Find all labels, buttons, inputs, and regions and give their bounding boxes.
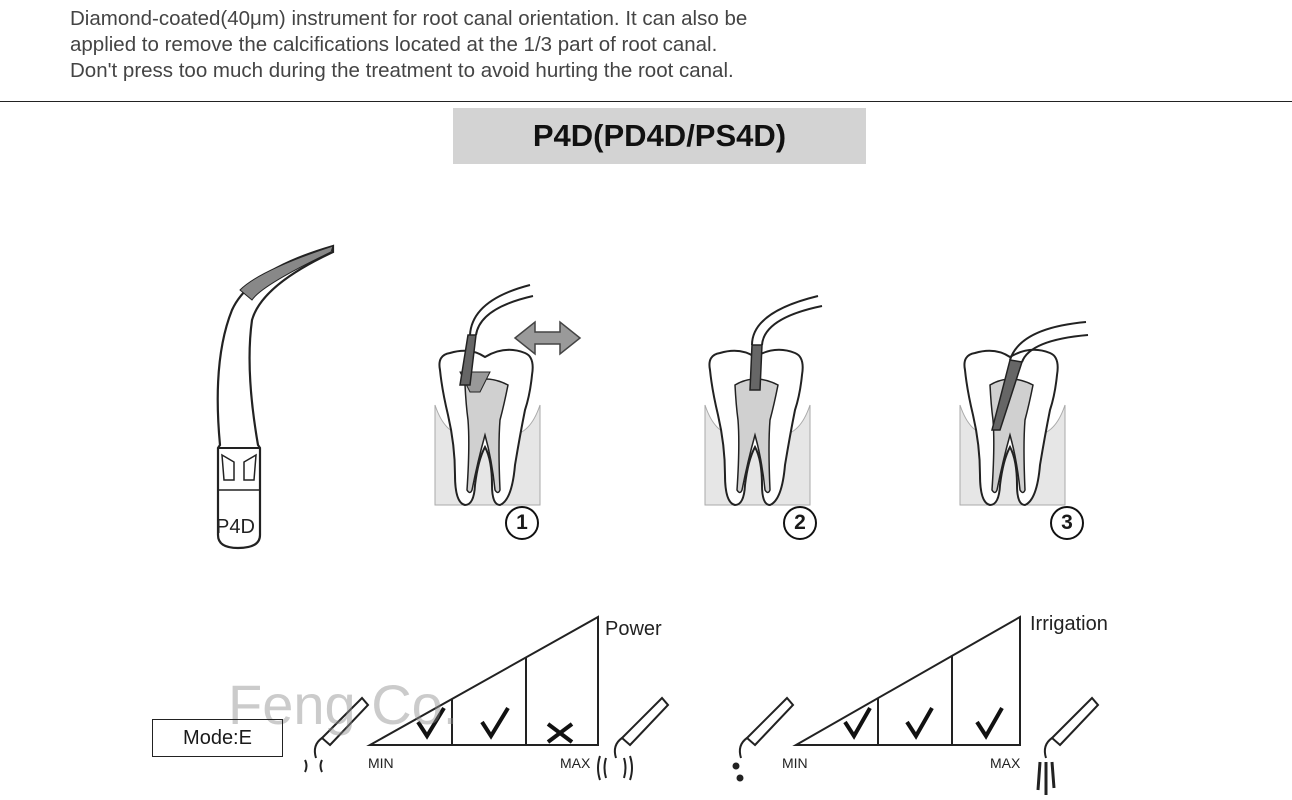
power-chart — [366, 615, 599, 746]
handpiece-min-power-icon — [304, 696, 370, 773]
page-title: P4D(PD4D/PS4D) — [532, 118, 787, 153]
title-banner: P4D(PD4D/PS4D) — [453, 108, 866, 164]
power-max-label: MAX — [560, 755, 591, 771]
power-label: Power — [605, 618, 662, 640]
handpiece-max-irrigation-icon — [1036, 696, 1100, 795]
power-level-3-cross-icon — [546, 722, 574, 744]
step-2-badge: 2 — [783, 506, 817, 540]
handpiece-min-irrigation-icon — [732, 696, 795, 782]
step-1-badge: 1 — [505, 506, 539, 540]
divider — [0, 101, 1292, 102]
irrigation-level-1-check-icon — [843, 707, 872, 740]
watermark: Feng Co. — [228, 673, 459, 736]
scaler-tip-drawing — [216, 244, 335, 550]
irrigation-label: Irrigation — [1030, 613, 1108, 635]
irrigation-min-label: MIN — [782, 755, 808, 771]
irrigation-chart — [792, 615, 1021, 746]
description-line-1: Diamond-coated(40μm) instrument for root… — [70, 7, 748, 30]
description-line-2: applied to remove the calcifications loc… — [70, 33, 718, 56]
power-min-label: MIN — [368, 755, 394, 771]
mode-label: Mode:E — [183, 726, 252, 749]
tooth-step-2 — [704, 295, 823, 506]
irrigation-max-label: MAX — [990, 755, 1021, 771]
left-right-arrow-icon — [513, 320, 582, 356]
tooth-step-1 — [434, 284, 582, 506]
step-3-badge: 3 — [1050, 506, 1084, 540]
mode-box: Mode:E — [152, 719, 283, 757]
handpiece-max-power-icon — [597, 696, 670, 781]
power-level-2-check-icon — [480, 706, 510, 740]
description: Diamond-coated(40μm) instrument for root… — [70, 6, 870, 84]
description-line-3: Don't press too much during the treatmen… — [70, 59, 734, 82]
tip-label: P4D — [216, 516, 255, 538]
irrigation-level-2-check-icon — [905, 707, 934, 740]
irrigation-level-3-check-icon — [975, 707, 1004, 740]
tooth-step-3 — [959, 321, 1089, 506]
power-level-1-check-icon — [416, 706, 446, 740]
